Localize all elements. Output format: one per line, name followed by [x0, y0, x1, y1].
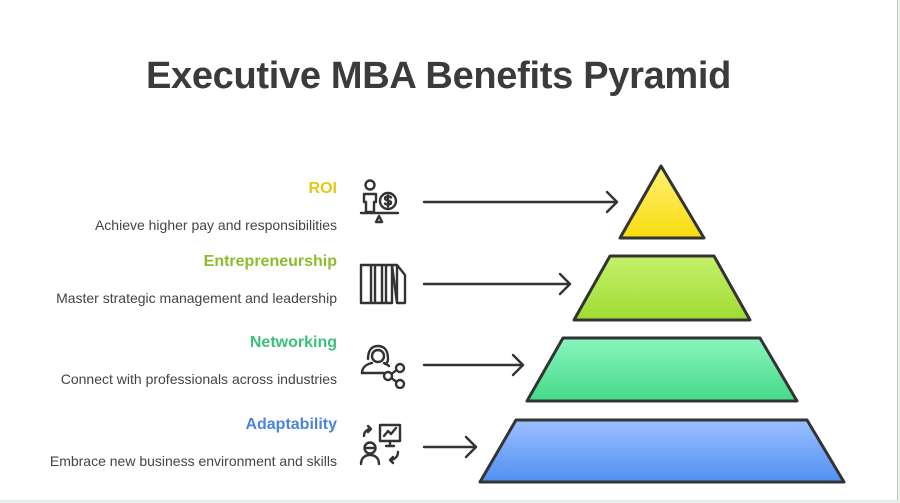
level-heading-networking: Networking [249, 334, 337, 351]
level-description-adaptability: Embrace new business environment and ski… [49, 453, 337, 469]
arrow-roi [422, 190, 619, 214]
page-title: Executive MBA Benefits Pyramid [145, 55, 732, 97]
arrow-networking [422, 353, 525, 377]
arrow-adaptability [422, 435, 478, 459]
person-money-balance-icon [359, 179, 400, 224]
level-description-networking: Connect with professionals across indust… [60, 371, 337, 387]
books-icon [359, 263, 407, 305]
level-heading-entrepreneurship: Entrepreneurship [203, 253, 337, 270]
person-share-network-icon [360, 344, 406, 389]
level-description-entrepreneurship: Master strategic management and leadersh… [56, 290, 337, 306]
arrow-entrepreneurship [422, 272, 572, 296]
pyramid-level-entrepreneurship [572, 254, 752, 322]
level-heading-roi: ROI [308, 180, 337, 197]
pyramid-level-adaptability [478, 418, 846, 484]
level-description-roi: Achieve higher pay and responsibilities [94, 217, 337, 233]
person-chart-exchange-icon [359, 423, 402, 466]
pyramid-level-roi [618, 164, 706, 240]
pyramid-level-networking [525, 336, 799, 403]
level-heading-adaptability: Adaptability [245, 416, 337, 433]
